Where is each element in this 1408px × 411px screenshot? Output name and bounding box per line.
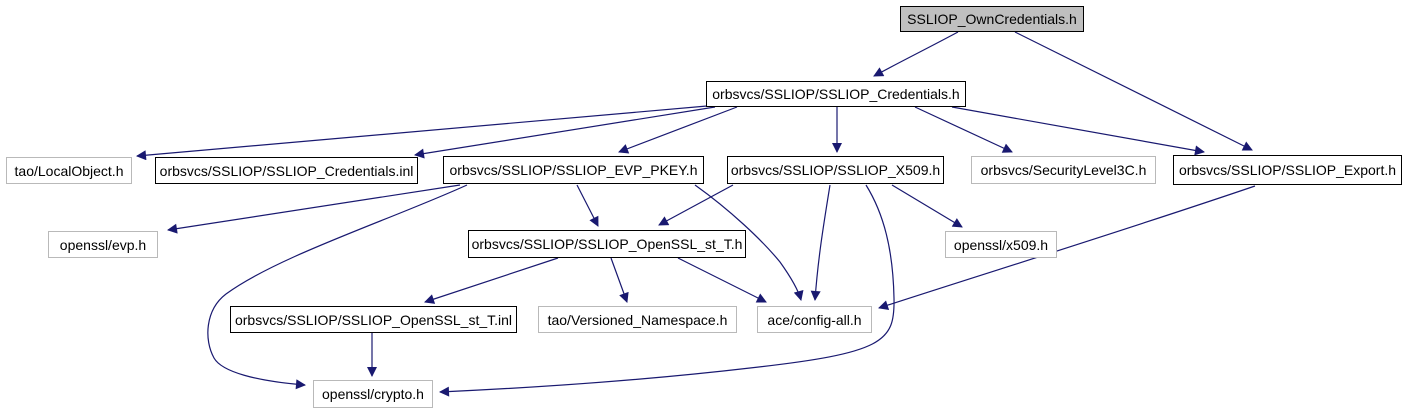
edge-ssliop-owncredentials-h--to--ssliop-export-h [1014, 31, 1253, 151]
edge-ssliop-evp-pkey-h--to--openssl-crypto-h [207, 184, 468, 390]
graph-node-ace-config-all-h: ace/config-all.h [757, 306, 872, 333]
edge-ssliop-export-h--to--ace-config-all-h [878, 185, 1256, 310]
edge-ssliop-x509-h--to--openssl-x509-h [891, 184, 963, 228]
graph-node-ssliop-credentials-h[interactable]: orbsvcs/SSLIOP/SSLIOP_Credentials.h [706, 81, 966, 107]
edge-ssliop-credentials-h--to--tao-localobject-h [136, 105, 708, 161]
edge-ssliop-evp-pkey-h--to--ace-config-all-h [694, 184, 804, 301]
graph-node-ssliop-openssl-st-t-h[interactable]: orbsvcs/SSLIOP/SSLIOP_OpenSSL_st_T.h [468, 230, 746, 258]
edge-ssliop-credentials-h--to--ssliop-evp-pkey-h [618, 106, 738, 154]
graph-node-ssliop-credentials-inl[interactable]: orbsvcs/SSLIOP/SSLIOP_Credentials.inl [155, 157, 418, 184]
graph-node-ssliop-x509-h[interactable]: orbsvcs/SSLIOP/SSLIOP_X509.h [727, 156, 944, 184]
edge-ssliop-x509-h--to--ace-config-all-h [810, 184, 831, 301]
edge-ssliop-openssl-st-t-h--to--ssliop-openssl-st-t-inl [424, 257, 559, 304]
graph-node-ssliop-owncredentials-h: SSLIOP_OwnCredentials.h [900, 6, 1084, 32]
edge-ssliop-credentials-h--to--ssliop-credentials-inl [414, 106, 716, 159]
graph-node-tao-localobject-h: tao/LocalObject.h [6, 157, 132, 184]
edge-ssliop-credentials-h--to--ssliop-export-h [951, 106, 1205, 156]
graph-node-openssl-evp-h: openssl/evp.h [48, 231, 158, 258]
edge-ssliop-owncredentials-h--to--ssliop-credentials-h [873, 31, 959, 77]
edge-ssliop-x509-h--to--openssl-crypto-h [439, 184, 895, 397]
edge-ssliop-openssl-st-t-h--to--tao-versioned-namespace-h [610, 257, 629, 303]
graph-node-ssliop-export-h[interactable]: orbsvcs/SSLIOP/SSLIOP_Export.h [1173, 155, 1402, 185]
graph-node-tao-versioned-namespace-h: tao/Versioned_Namespace.h [538, 306, 737, 333]
graph-node-ssliop-openssl-st-t-inl[interactable]: orbsvcs/SSLIOP/SSLIOP_OpenSSL_st_T.inl [230, 306, 517, 333]
edge-ssliop-credentials-h--to--securitylevel3c-h [914, 106, 1013, 153]
edge-ssliop-openssl-st-t-h--to--ace-config-all-h [677, 257, 767, 303]
edge-ssliop-evp-pkey-h--to--ssliop-openssl-st-t-h [576, 184, 599, 227]
edge-ssliop-x509-h--to--ssliop-openssl-st-t-h [658, 184, 734, 226]
graph-node-ssliop-evp-pkey-h[interactable]: orbsvcs/SSLIOP/SSLIOP_EVP_PKEY.h [443, 156, 704, 184]
graph-node-openssl-x509-h: openssl/x509.h [945, 231, 1057, 258]
graph-node-openssl-crypto-h: openssl/crypto.h [313, 380, 433, 408]
edge-ssliop-evp-pkey-h--to--openssl-evp-h [167, 184, 461, 234]
graph-node-securitylevel3c-h: orbsvcs/SecurityLevel3C.h [971, 156, 1156, 184]
